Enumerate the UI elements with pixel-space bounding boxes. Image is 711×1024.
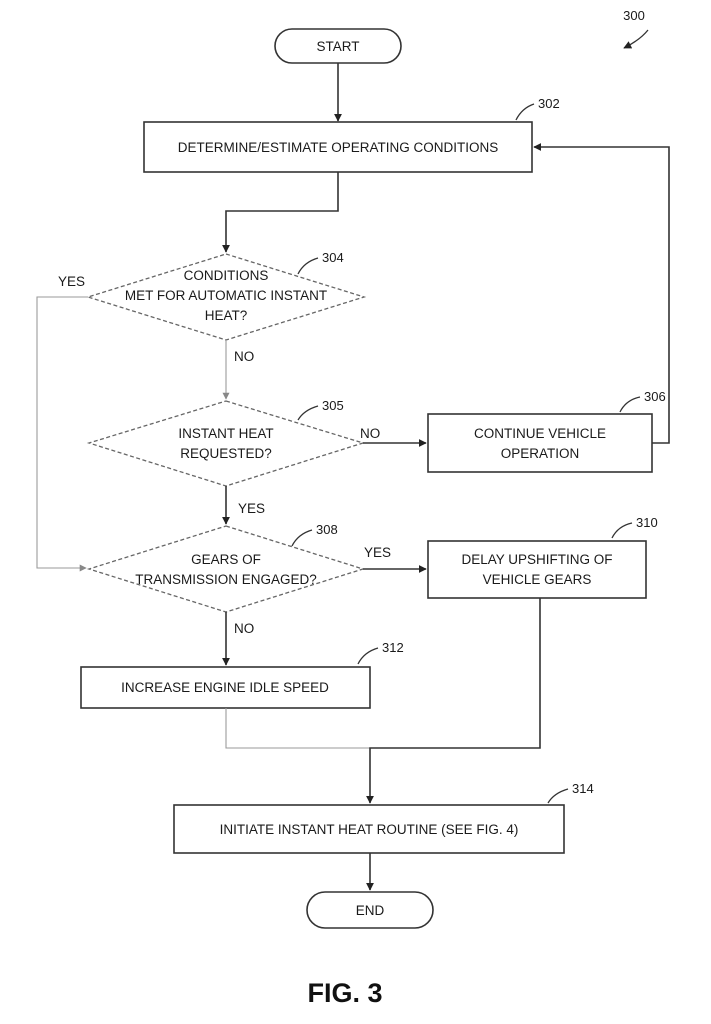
step-314-box: INITIATE INSTANT HEAT ROUTINE (SEE FIG. …	[173, 804, 565, 854]
ref-305: 305	[322, 398, 344, 413]
ref-302: 302	[538, 96, 560, 111]
edge-label-304-yes: YES	[58, 274, 85, 289]
ref-308: 308	[316, 522, 338, 537]
ref-302-leader	[515, 103, 535, 121]
decision-304-line-3: HEAT?	[205, 308, 248, 323]
decision-308-line-2: TRANSMISSION ENGAGED?	[135, 572, 317, 587]
step-306-line-2: OPERATION	[501, 446, 580, 461]
edge-306-to-302	[533, 143, 670, 444]
ref-310-leader	[611, 522, 633, 539]
decision-304-line-2: MET FOR AUTOMATIC INSTANT	[125, 288, 327, 303]
step-306-line-1: CONTINUE VEHICLE	[474, 426, 606, 441]
decision-304-line-1: CONDITIONS	[184, 268, 269, 283]
step-312-box: INCREASE ENGINE IDLE SPEED	[80, 666, 371, 709]
decision-305-line-1: INSTANT HEAT	[178, 426, 273, 441]
step-302-box: DETERMINE/ESTIMATE OPERATING CONDITIONS	[143, 121, 533, 173]
ref-308-leader	[291, 529, 313, 547]
ref-306-leader	[619, 396, 641, 413]
step-310-box: DELAY UPSHIFTING OF VEHICLE GEARS	[427, 540, 647, 599]
ref-312: 312	[382, 640, 404, 655]
decision-305: INSTANT HEAT REQUESTED?	[86, 400, 366, 487]
figure-label: FIG. 3	[307, 978, 382, 1008]
ref-304: 304	[322, 250, 344, 265]
edge-label-308-no: NO	[234, 621, 254, 636]
ref-310: 310	[636, 515, 658, 530]
ref-312-leader	[357, 647, 379, 665]
start-label: START	[316, 39, 359, 54]
edge-304-yes-to-308	[36, 296, 88, 572]
step-312-label: INCREASE ENGINE IDLE SPEED	[121, 680, 329, 695]
edge-310-to-314	[366, 598, 541, 804]
step-310-line-1: DELAY UPSHIFTING OF	[461, 552, 612, 567]
edge-label-305-yes: YES	[238, 501, 265, 516]
end-label: END	[356, 903, 385, 918]
start-terminal: START	[274, 28, 402, 64]
decision-305-line-2: REQUESTED?	[180, 446, 272, 461]
step-314-label: INITIATE INSTANT HEAT ROUTINE (SEE FIG. …	[220, 822, 519, 837]
edge-label-304-no: NO	[234, 349, 254, 364]
step-306-box: CONTINUE VEHICLE OPERATION	[427, 413, 653, 473]
ref-305-leader	[297, 405, 319, 421]
edge-label-308-yes: YES	[364, 545, 391, 560]
end-terminal: END	[306, 891, 434, 929]
edge-302-to-304	[222, 172, 339, 253]
figure-ref-arrow	[623, 29, 649, 49]
ref-314-leader	[547, 788, 569, 804]
step-302-label: DETERMINE/ESTIMATE OPERATING CONDITIONS	[178, 140, 499, 155]
step-310-line-2: VEHICLE GEARS	[483, 572, 592, 587]
ref-306: 306	[644, 389, 666, 404]
figure-ref-300: 300	[623, 8, 645, 23]
ref-304-leader	[297, 257, 319, 275]
ref-314: 314	[572, 781, 594, 796]
edge-label-305-no: NO	[360, 426, 380, 441]
decision-308: GEARS OF TRANSMISSION ENGAGED?	[86, 525, 366, 613]
decision-304: CONDITIONS MET FOR AUTOMATIC INSTANT HEA…	[85, 253, 367, 341]
edge-312-to-merge	[225, 708, 370, 749]
decision-308-line-1: GEARS OF	[191, 552, 261, 567]
